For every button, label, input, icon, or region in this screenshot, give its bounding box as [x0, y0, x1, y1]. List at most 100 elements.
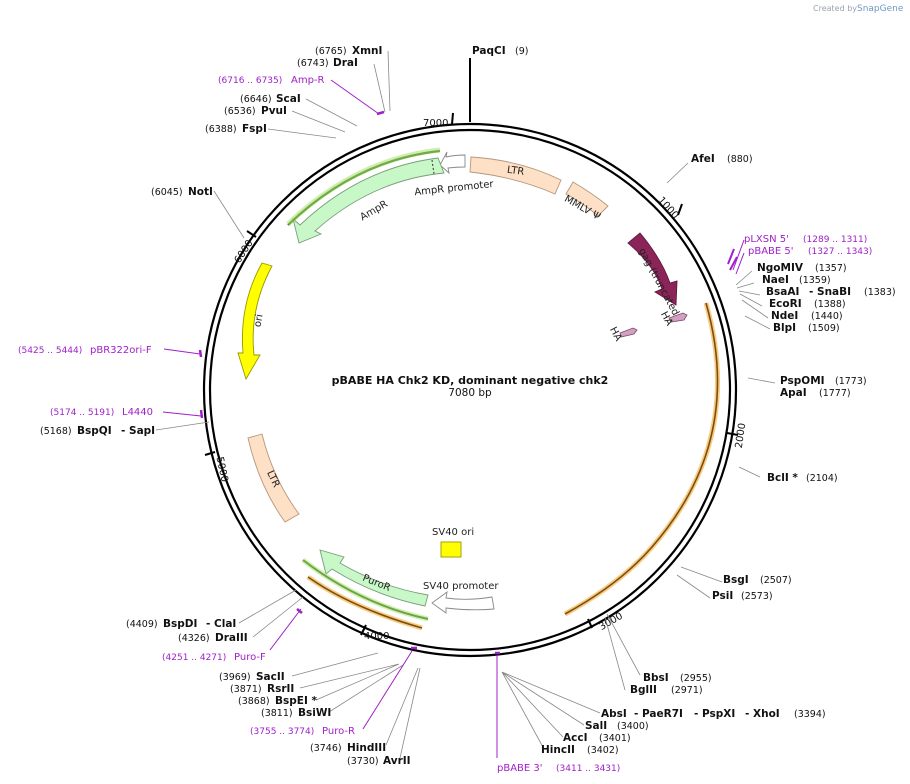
feature-ltr-top[interactable]: LTR: [469, 156, 562, 195]
site-avrii: AvrII: [383, 755, 411, 767]
tick-2000: 2000: [734, 422, 748, 449]
svg-text:(6646): (6646): [240, 94, 272, 105]
tick-7000: 7000: [423, 118, 448, 129]
tick-6000: 6000: [233, 238, 256, 265]
svg-text:(5168): (5168): [40, 426, 72, 437]
feature-sv40-ori[interactable]: SV40 ori: [432, 527, 474, 558]
svg-text:(1357): (1357): [815, 263, 847, 274]
site-bsaai: BsaAI: [766, 286, 799, 298]
site-ecori: EcoRI: [769, 298, 802, 310]
site-ndei: NdeI: [771, 310, 798, 322]
svg-text:(3401): (3401): [599, 733, 631, 744]
svg-text:(2104): (2104): [806, 473, 838, 484]
svg-text:(3730): (3730): [347, 756, 379, 767]
feature-ha-2[interactable]: HA: [607, 325, 638, 343]
site-pspomi: PspOMI: [780, 375, 825, 387]
site-sali: SalI: [585, 720, 607, 732]
primer-amp-r: Amp-R: [291, 75, 325, 86]
tick-5000: 5000: [214, 456, 230, 483]
svg-text:(6716 .. 6735): (6716 .. 6735): [218, 76, 282, 86]
site-hincii: HincII: [541, 744, 575, 756]
svg-text:(3400): (3400): [617, 721, 649, 732]
svg-text:(1327 .. 1343): (1327 .. 1343): [808, 247, 872, 257]
plasmid-length: 7080 bp: [448, 387, 492, 399]
ori-label: ori: [252, 313, 265, 328]
feature-ha-1[interactable]: HA: [658, 310, 688, 328]
site-sacii: SacII: [256, 671, 285, 683]
feature-puror[interactable]: PuroR: [301, 549, 429, 622]
feature-ltr-bottom[interactable]: LTR: [247, 433, 300, 523]
ha-2-label: HA: [607, 325, 624, 343]
svg-text:(9): (9): [515, 46, 528, 57]
primer-markers: [162, 79, 745, 758]
feature-mmlv-psi[interactable]: MMLV Ψ: [562, 181, 609, 223]
svg-text:(3811): (3811): [261, 708, 293, 719]
site-absi: AbsI: [601, 708, 627, 720]
site-bglii: BglII: [630, 684, 657, 696]
site-draiii: DraIII: [215, 632, 248, 644]
svg-text:(6536): (6536): [224, 106, 256, 117]
primer-l4440: L4440: [122, 407, 153, 418]
site-snabi: - SnaBI: [809, 286, 851, 298]
orf-arc-right: [563, 302, 721, 617]
svg-text:(6765): (6765): [315, 46, 347, 57]
svg-text:(1359): (1359): [799, 275, 831, 286]
feature-gag-truncated[interactable]: gag (truncated): [627, 232, 683, 321]
ampr-promoter-label: AmpR promoter: [414, 179, 495, 198]
svg-text:(3411 .. 3431): (3411 .. 3431): [556, 764, 620, 774]
site-xmni: XmnI: [352, 45, 382, 57]
site-apai: ApaI: [780, 387, 807, 399]
site-bsiwi: BsiWI: [298, 707, 331, 719]
ltr-top-label: LTR: [506, 165, 525, 178]
tick-4000: 4000: [364, 631, 389, 642]
svg-text:(1773): (1773): [835, 376, 867, 387]
site-bspei: BspEI *: [275, 695, 318, 707]
svg-text:(880): (880): [727, 154, 753, 165]
svg-text:(2507): (2507): [760, 575, 792, 586]
svg-text:(4251 .. 4271): (4251 .. 4271): [162, 653, 226, 663]
site-ngomiv: NgoMIV: [757, 262, 804, 274]
primer-puro-r: Puro-R: [322, 726, 355, 737]
svg-text:(4409): (4409): [126, 619, 158, 630]
svg-text:(6388): (6388): [205, 124, 237, 135]
site-bbsi: BbsI: [643, 672, 669, 684]
primer-puro-f: Puro-F: [234, 652, 266, 663]
svg-text:(5174 .. 5191): (5174 .. 5191): [50, 408, 114, 418]
orf-arc-bottom-left-line: [307, 576, 423, 629]
svg-text:(3755 .. 3774): (3755 .. 3774): [250, 727, 314, 737]
svg-text:(1383): (1383): [864, 287, 896, 298]
svg-text:(5425 .. 5444): (5425 .. 5444): [18, 346, 82, 356]
svg-text:(1440): (1440): [811, 311, 843, 322]
feature-sv40-promoter[interactable]: SV40 promoter: [423, 581, 499, 614]
site-bcli: BclI *: [767, 472, 798, 484]
svg-text:(1388): (1388): [814, 299, 846, 310]
credit-label: Created by: [813, 4, 857, 13]
primer-pbabe5: pBABE 5': [748, 246, 794, 257]
site-xhoi: - XhoI: [745, 708, 780, 720]
site-labels: PaqCI (9) AfeI (880) NgoMIV (1357) NaeI …: [40, 45, 896, 767]
svg-text:(3868): (3868): [238, 696, 270, 707]
site-pvui: PvuI: [261, 105, 287, 117]
orf-arc-right-line: [564, 302, 719, 615]
site-fspi: FspI: [242, 123, 267, 135]
svg-text:(3871): (3871): [230, 684, 262, 695]
site-blpi: BlpI: [773, 322, 796, 334]
svg-text:(3969): (3969): [219, 672, 251, 683]
svg-text:(1289 .. 1311): (1289 .. 1311): [803, 235, 867, 245]
site-naei: NaeI: [762, 274, 789, 286]
site-rsrii: RsrII: [267, 683, 294, 695]
site-acci: AccI: [563, 732, 587, 744]
ampr-label: AmpR: [358, 199, 389, 223]
site-paer7i: - PaeR7I: [634, 708, 683, 720]
site-clai: - ClaI: [206, 618, 236, 630]
site-psii: PsiI: [712, 590, 733, 602]
site-bsgi: BsgI: [723, 574, 749, 586]
site-hindiii: HindIII: [347, 742, 386, 754]
svg-text:(2971): (2971): [671, 685, 703, 696]
feature-ori[interactable]: ori: [237, 262, 273, 381]
site-afei: AfeI: [691, 153, 715, 165]
primer-pbr322ori-f: pBR322ori-F: [90, 345, 152, 356]
sv40-promoter-label: SV40 promoter: [423, 581, 499, 592]
